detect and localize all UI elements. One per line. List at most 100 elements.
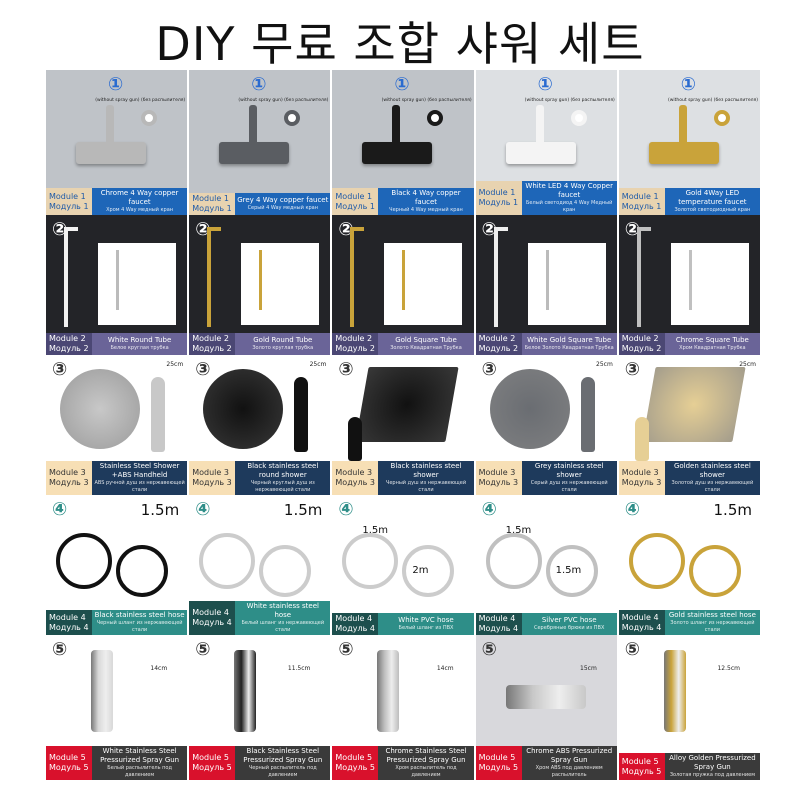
- product-title: Silver PVC hose: [541, 616, 597, 624]
- module-number: ①: [537, 74, 553, 95]
- module-name: Module 2: [479, 334, 522, 344]
- product-title: Black 4 Way copper faucet: [391, 189, 461, 206]
- product-card[interactable]: ①(without spray gun) (без распылителя)Mo…: [46, 70, 188, 215]
- flange: [284, 110, 301, 126]
- module-word: Module: [192, 753, 222, 762]
- module-index: 5: [513, 763, 519, 772]
- module-name-ru: Модуль 1: [335, 202, 378, 212]
- module-index: 3: [656, 478, 662, 487]
- module-word-ru: Модуль: [49, 763, 81, 772]
- module-number: ④: [338, 499, 354, 520]
- module-number: ④: [52, 499, 68, 520]
- module-index: 5: [510, 753, 516, 762]
- product-title: Black stainless steel shower: [390, 462, 462, 479]
- module-word-ru: Модуль: [192, 478, 225, 487]
- module-name: Module 4: [479, 614, 522, 624]
- module-word-ru: Модуль: [621, 622, 654, 632]
- module-index: 4: [653, 612, 659, 622]
- module-word: Module: [621, 468, 651, 477]
- product-subtitle: Черный шланг из нержавеющей стали: [96, 620, 183, 633]
- module-index: 2: [223, 334, 229, 343]
- module-name-ru: Модуль 2: [479, 344, 522, 354]
- dimension-label: 14cm: [436, 665, 454, 672]
- product-subtitle: Золото Квадратная Трубка: [390, 345, 462, 351]
- pipe-detail: [259, 250, 263, 310]
- detail-panel: [670, 243, 749, 325]
- module-word-ru: Модуль: [192, 344, 225, 353]
- product-subtitle: Белый шланг из ПВХ: [398, 625, 454, 631]
- spray-gun: [91, 650, 113, 732]
- module-index: 1: [656, 201, 662, 211]
- module-number: ①: [680, 74, 697, 95]
- module-word-ru: Модуль: [621, 766, 654, 776]
- faucet-body: [76, 142, 146, 164]
- faucet-spout: [249, 105, 258, 145]
- module-word-ru: Модуль: [478, 198, 511, 207]
- product-card[interactable]: ①(without spray gun) (без распылителя)Mo…: [332, 70, 474, 215]
- module-word-ru: Модуль: [621, 478, 654, 487]
- module-word-ru: Модуль: [49, 344, 81, 353]
- dimension-label: 25cm: [596, 361, 613, 368]
- product-card[interactable]: ①(without spray gun) (без распылителя)Mo…: [475, 70, 617, 215]
- dimension-label: 25cm: [309, 361, 327, 368]
- module-word: Module: [621, 612, 651, 622]
- product-title: White Round Tube: [107, 336, 172, 344]
- product-title: White stainless steel hose: [246, 602, 319, 619]
- faucet-body: [362, 142, 433, 164]
- module-index: 2: [513, 344, 519, 353]
- module-name: Module 5: [622, 757, 665, 767]
- module-index: 5: [83, 763, 89, 772]
- product-text: White Stainless Steel Pressurized Spray …: [92, 746, 188, 780]
- faucet-spout: [535, 105, 544, 145]
- module-index: 1: [653, 191, 659, 201]
- module-index: 4: [510, 614, 516, 623]
- module-name: Module 2: [622, 334, 665, 344]
- module-word: Module: [49, 334, 79, 343]
- product-card[interactable]: ①(without spray gun) (без распылителя)Mo…: [618, 70, 760, 215]
- product-card[interactable]: ①(without spray gun) (без распылителя)Mo…: [189, 70, 331, 215]
- module-number: ②: [338, 219, 354, 240]
- product-title: Chrome Square Tube: [675, 336, 749, 344]
- module-name: Module 4: [49, 613, 92, 623]
- product-subtitle: Хром распылитель под давлением: [395, 765, 457, 778]
- product-image: ②: [46, 215, 188, 333]
